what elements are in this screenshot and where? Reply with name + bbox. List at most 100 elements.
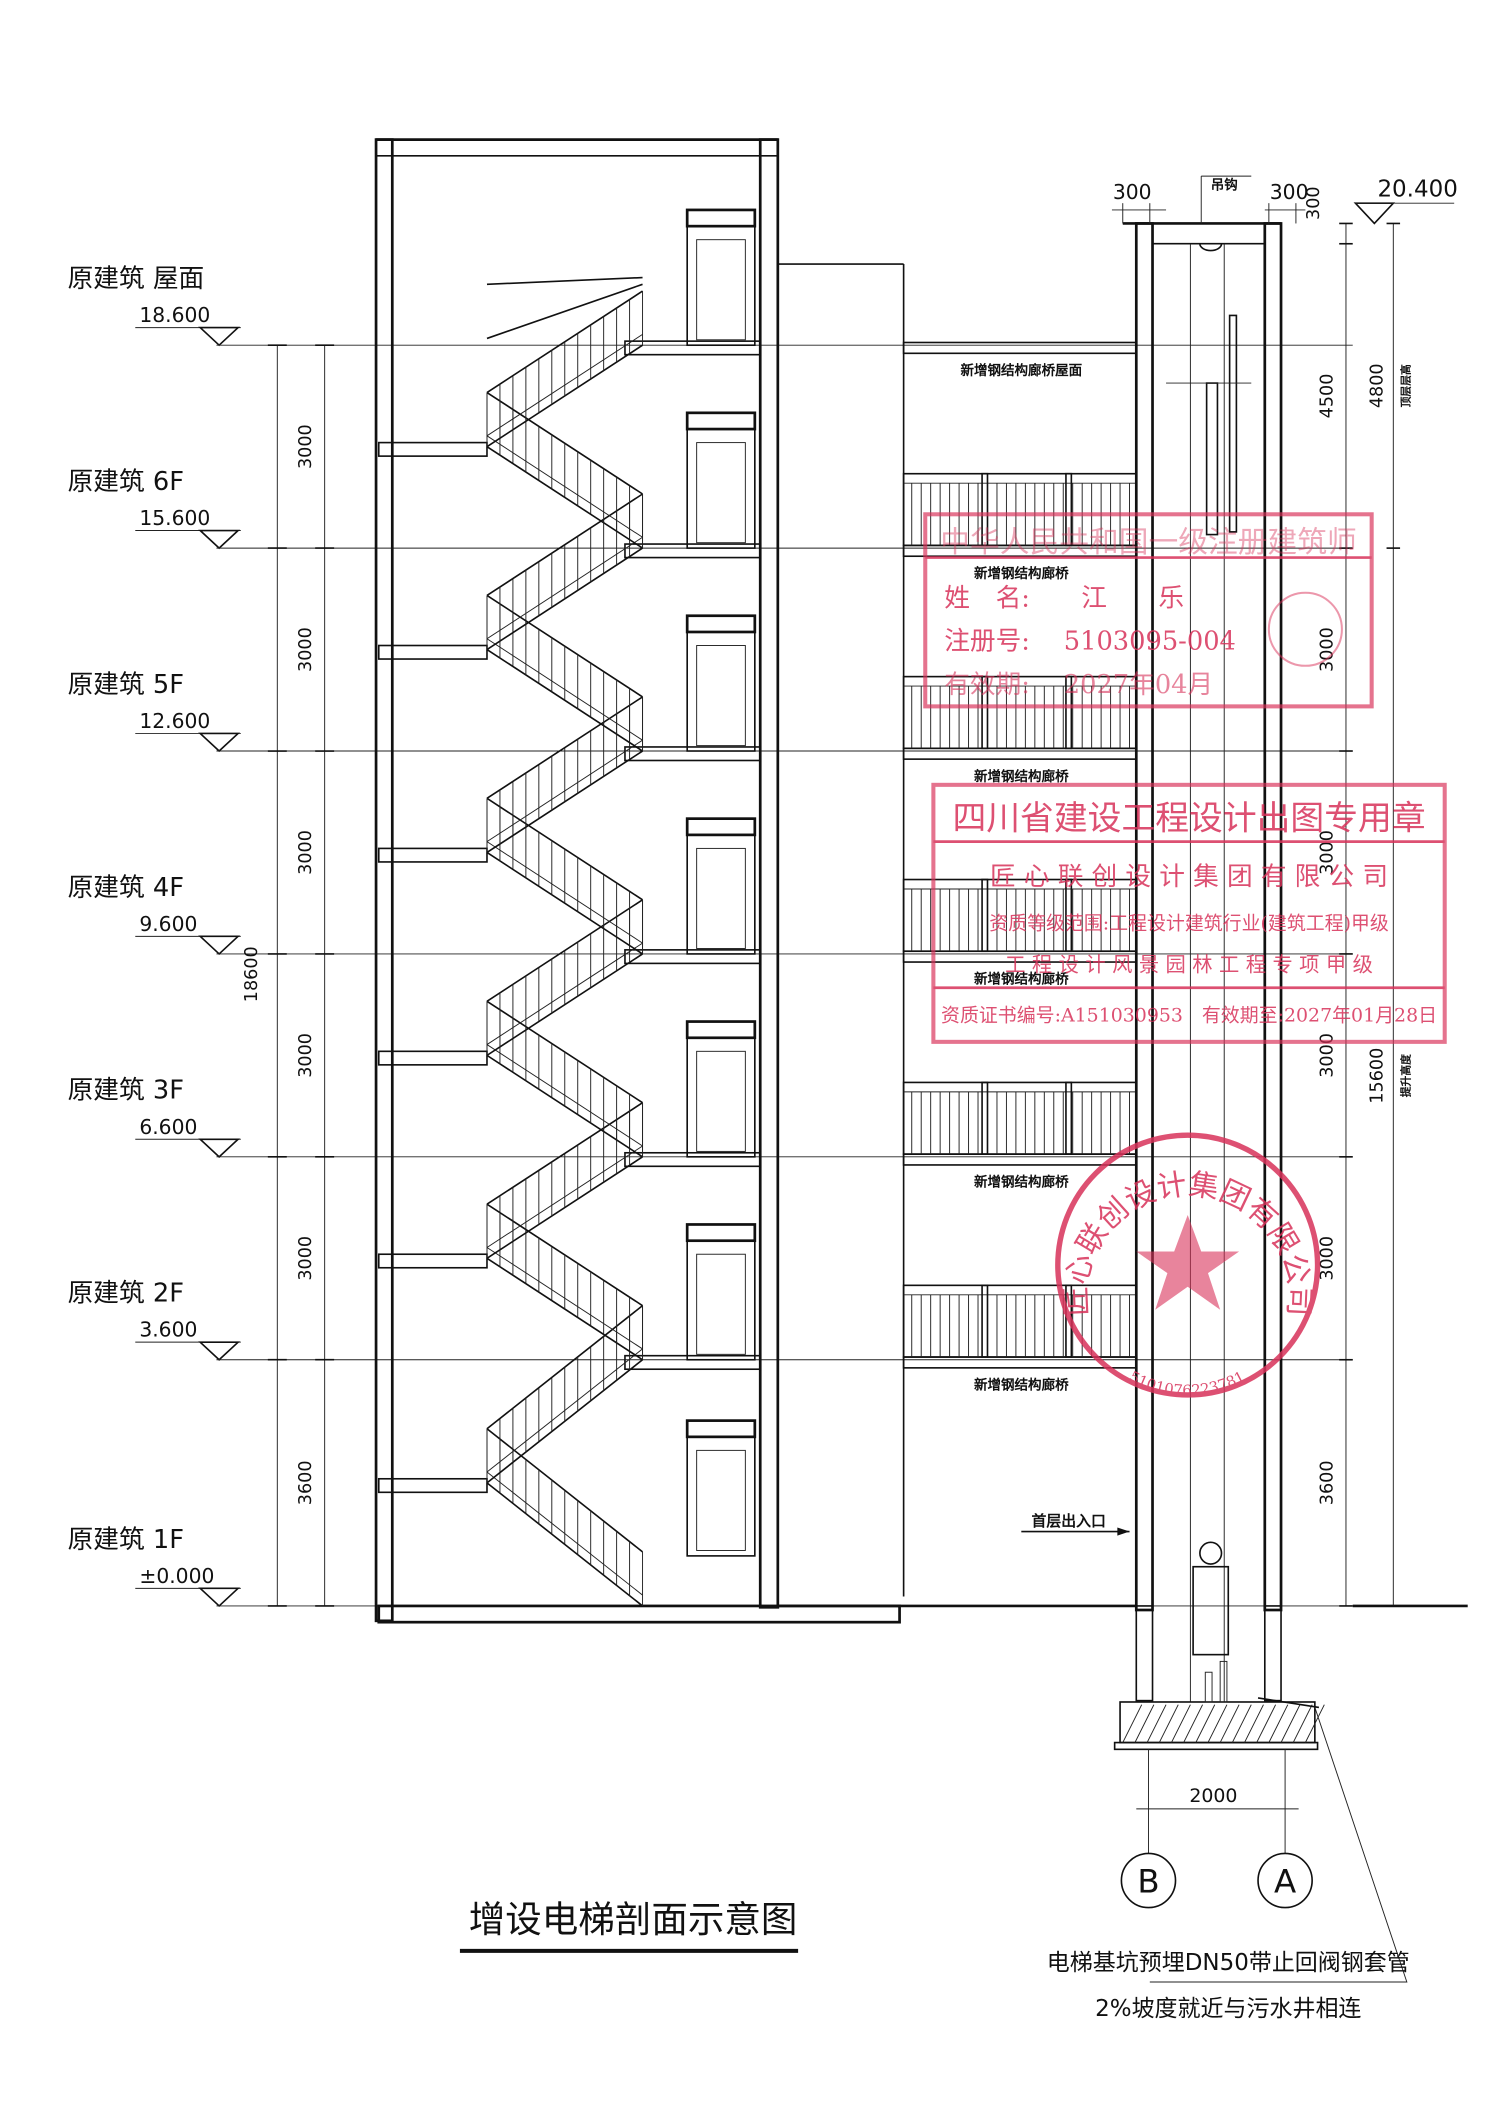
bridge-label: 新增钢结构廊桥 bbox=[974, 1377, 1069, 1394]
dim-travel-height: 15600 bbox=[1367, 1048, 1387, 1104]
dim-floor-height: 3000 bbox=[296, 830, 316, 875]
mid-landing bbox=[377, 1050, 488, 1066]
bridge-label: 新增钢结构廊桥 bbox=[974, 768, 1069, 785]
stair-handrail bbox=[486, 276, 643, 286]
floor-landing bbox=[624, 949, 762, 965]
pit-hatch bbox=[1207, 1704, 1228, 1743]
design-stamp-header: 四川省建设工程设计出图专用章 bbox=[952, 798, 1425, 837]
pit-hatch bbox=[1171, 1704, 1191, 1743]
pit-hatch bbox=[1134, 1704, 1155, 1743]
floor-landing bbox=[624, 1151, 762, 1168]
buffer bbox=[1219, 1660, 1228, 1703]
dim-floor-height: 3000 bbox=[296, 1236, 316, 1281]
door-transom bbox=[685, 817, 757, 837]
floor-landing bbox=[624, 1354, 762, 1371]
architect-stamp-valid: 有效期: 2027年04月 bbox=[944, 670, 1213, 700]
level-name: 原建筑 2F bbox=[68, 1279, 184, 1309]
pit-hatch bbox=[1280, 1704, 1301, 1743]
top-height-label: 顶层层高 bbox=[1399, 364, 1413, 407]
design-stamp-cert: 资质证书编号:A151030953 有效期至:2027年01月28日 bbox=[941, 1005, 1437, 1027]
bridge-slab bbox=[902, 1153, 1138, 1166]
elevation-triangle-icon bbox=[198, 732, 241, 753]
counterweight bbox=[1205, 382, 1219, 536]
dim-floor-height: 3000 bbox=[296, 627, 316, 672]
pit-hatch bbox=[1231, 1704, 1252, 1743]
railing-post bbox=[1065, 1081, 1073, 1155]
railing-post bbox=[981, 1284, 989, 1358]
level-elevation: 12.600 bbox=[139, 709, 210, 733]
axis-label-a: A bbox=[1274, 1863, 1296, 1901]
bridge-label: 新增钢结构廊桥 bbox=[974, 971, 1069, 988]
elevation-triangle-icon bbox=[198, 935, 241, 956]
mid-landing bbox=[377, 1253, 488, 1269]
dim-shaft-segment: 3000 bbox=[1317, 1033, 1337, 1078]
floor-landing bbox=[624, 340, 762, 356]
dim-shaft-segment: 3600 bbox=[1317, 1460, 1337, 1505]
arrow-head-icon bbox=[1117, 1527, 1130, 1536]
building-wall-right bbox=[758, 138, 780, 1609]
entrance-label: 首层出入口 bbox=[1031, 1512, 1105, 1530]
door-panel bbox=[696, 1253, 746, 1355]
pit-hatch bbox=[1146, 1704, 1167, 1743]
seal-star-icon bbox=[1136, 1215, 1240, 1310]
hook-label: 吊钩 bbox=[1211, 177, 1238, 194]
dim-floor-height: 3000 bbox=[296, 424, 316, 469]
door-transom bbox=[685, 1020, 757, 1040]
architect-stamp: 中华人民共和国一级注册建筑师 姓 名: 江 乐 注册号: 5103095-004… bbox=[923, 512, 1374, 709]
axis-span-dim: 2000 bbox=[1189, 1785, 1237, 1807]
railing-post bbox=[1065, 675, 1073, 750]
door-transom bbox=[685, 208, 757, 228]
railing-post bbox=[1065, 878, 1073, 953]
door bbox=[686, 1223, 756, 1361]
mid-landing bbox=[377, 441, 488, 457]
bridge-roof-label: 新增钢结构廊桥屋面 bbox=[960, 362, 1082, 379]
railing-post bbox=[981, 675, 989, 750]
door-panel bbox=[696, 239, 746, 341]
floor-landing bbox=[624, 543, 762, 559]
railing-post bbox=[981, 1081, 989, 1155]
pit-wall-left bbox=[1135, 1605, 1154, 1702]
dim-wall-right: 300 bbox=[1270, 180, 1309, 204]
buffer-car bbox=[1192, 1565, 1230, 1656]
bridge-slab bbox=[902, 747, 1138, 760]
architect-stamp-header: 中华人民共和国一级注册建筑师 bbox=[940, 525, 1357, 560]
dim-total-height: 18600 bbox=[242, 946, 262, 1002]
annotations: 原建筑 屋面 增设电梯剖面示意图 300 300 吊钩 20.400 首层出入口… bbox=[68, 176, 1458, 2021]
railing-post bbox=[981, 878, 989, 953]
level-name-roof: 原建筑 屋面 bbox=[68, 264, 205, 294]
axis-label-b: B bbox=[1137, 1863, 1159, 1901]
hook-icon bbox=[1199, 243, 1223, 252]
level-elevation: 9.600 bbox=[139, 912, 197, 936]
pit-cushion bbox=[1113, 1741, 1319, 1751]
design-stamp-company: 匠 心 联 创 设 计 集 团 有 限 公 司 bbox=[990, 862, 1388, 892]
building-wall-left bbox=[374, 138, 394, 1623]
structure bbox=[135, 138, 1468, 1983]
elevation-triangle-icon bbox=[198, 529, 241, 550]
door bbox=[686, 412, 756, 549]
stair-flight bbox=[486, 283, 643, 340]
architect-stamp-reg: 注册号: 5103095-004 bbox=[944, 627, 1236, 657]
railing-post bbox=[1065, 472, 1073, 547]
mid-landing bbox=[377, 644, 488, 660]
pit-hatch bbox=[1219, 1704, 1240, 1743]
drain-pipe bbox=[1257, 1697, 1320, 1709]
level-name: 原建筑 1F bbox=[68, 1525, 184, 1555]
note-line-1: 电梯基坑预埋DN50带止回阀钢套管 bbox=[1047, 1950, 1410, 1976]
level-name: 原建筑 6F bbox=[68, 467, 184, 497]
pulley-icon bbox=[1199, 1541, 1223, 1565]
pit-hatch bbox=[1268, 1704, 1289, 1743]
door bbox=[686, 1020, 756, 1158]
floor-landing bbox=[624, 746, 762, 762]
elevation-triangle-icon bbox=[198, 1341, 241, 1361]
design-stamp: 四川省建设工程设计出图专用章 匠 心 联 创 设 计 集 团 有 限 公 司 资… bbox=[931, 782, 1447, 1044]
level-name: 原建筑 4F bbox=[68, 873, 184, 903]
mid-landing bbox=[377, 1477, 488, 1494]
note-line-2: 2%坡度就近与污水井相连 bbox=[1095, 1996, 1361, 2022]
elevation-triangle-icon bbox=[198, 326, 241, 347]
dim-floor-height: 3600 bbox=[296, 1460, 316, 1505]
door bbox=[686, 1419, 756, 1557]
dim-wall-left: 300 bbox=[1113, 180, 1152, 204]
level-name: 原建筑 5F bbox=[68, 670, 184, 700]
